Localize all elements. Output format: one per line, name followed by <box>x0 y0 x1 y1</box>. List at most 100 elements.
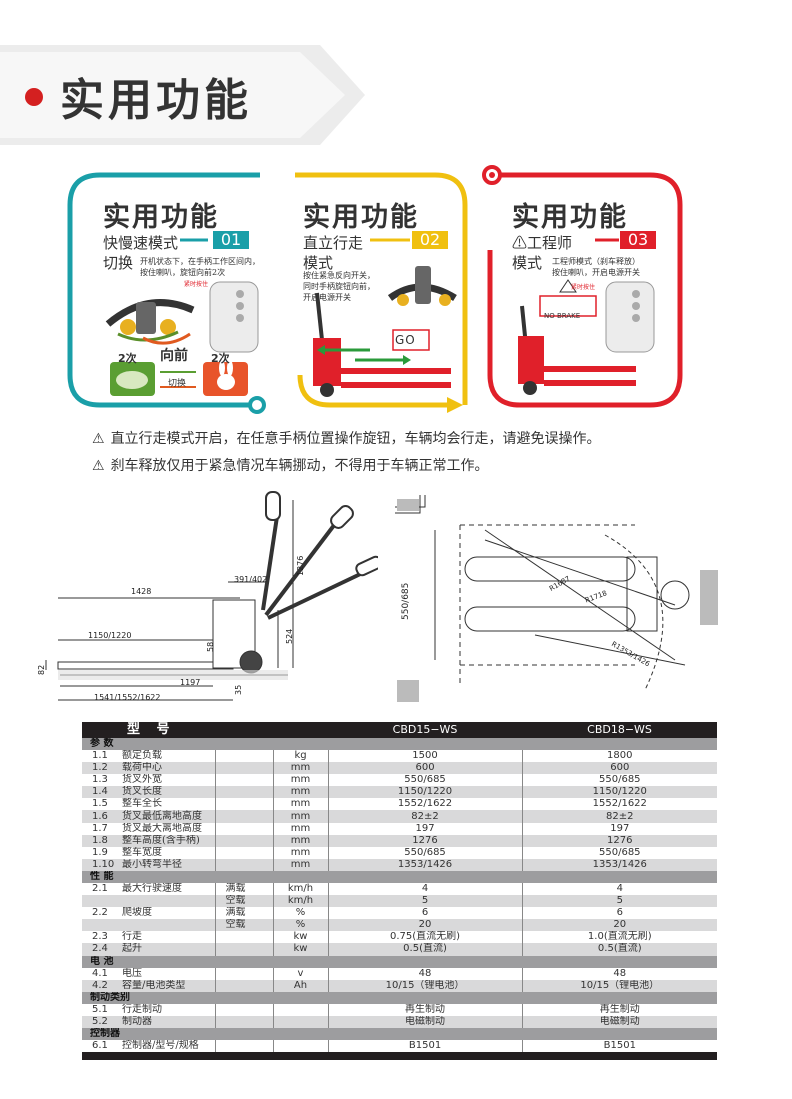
section-title: 制动类别 <box>82 991 718 1004</box>
spec-unit: km/h <box>272 895 329 908</box>
spec-value-cbd15: 4 <box>327 882 523 896</box>
spec-value-cbd18: 1276 <box>521 834 718 847</box>
spec-section-row: 电 池 <box>82 955 718 968</box>
spec-number: 1.5 <box>92 798 108 810</box>
spec-unit: kw <box>272 931 329 944</box>
spec-number <box>82 895 122 908</box>
spec-number: 6.1 <box>92 1039 108 1051</box>
spec-condition <box>214 1003 273 1016</box>
spec-condition <box>214 931 273 944</box>
warning-icon: ⚠ <box>92 431 105 447</box>
spec-condition <box>214 979 273 992</box>
spec-value-cbd15: 1150/1220 <box>327 786 523 799</box>
spec-number: 4.2 <box>82 979 122 992</box>
spec-value-cbd15: 再生制动 <box>327 1003 523 1016</box>
spec-item: 制动器 <box>122 1015 215 1028</box>
spec-number: 1.7 <box>92 822 108 834</box>
spec-condition <box>214 834 273 847</box>
dim-82: 82 <box>37 664 46 675</box>
spec-unit: mm <box>272 822 329 835</box>
card-3-emergency-label: 紧时按住 <box>571 284 596 291</box>
spec-unit: mm <box>272 798 329 811</box>
spec-value-cbd18: 82±2 <box>521 810 718 823</box>
title-bullet <box>25 88 43 106</box>
card-1-illustration <box>105 281 259 396</box>
spec-value-cbd15: 0.5(直流) <box>327 943 523 956</box>
spec-condition <box>214 846 273 859</box>
card-2-number-badge: 02 <box>412 231 448 249</box>
spec-value-cbd15: 82±2 <box>327 810 523 823</box>
spec-item: 爬坡度 <box>122 907 152 919</box>
spec-item: 行走制动 <box>122 1003 162 1015</box>
spec-value-cbd18: 1800 <box>521 750 718 763</box>
spec-number: 1.3 <box>92 774 108 786</box>
spec-value-cbd18: 20 <box>521 919 718 932</box>
card-1-number-line <box>180 238 208 242</box>
spec-number: 2.1 <box>92 882 108 894</box>
spec-condition: 满载 <box>214 907 273 920</box>
spec-unit <box>272 1015 329 1028</box>
dim-391-402: 391/402 <box>234 575 268 584</box>
spec-value-cbd18: B1501 <box>521 1039 718 1052</box>
spec-value-cbd18: 197 <box>521 822 718 835</box>
spec-value-cbd18: 10/15（锂电池） <box>521 979 718 992</box>
spec-number: 2.3 <box>92 931 108 943</box>
section-title: 电 池 <box>82 955 718 968</box>
spec-condition <box>214 786 273 799</box>
dim-1428: 1428 <box>131 587 152 596</box>
warning-icon: ⚠ <box>92 458 105 474</box>
page-title: 实用功能 <box>60 75 252 126</box>
spec-unit: % <box>272 907 329 920</box>
spec-value-cbd18: 0.5(直流) <box>521 943 718 956</box>
spec-value-cbd15: 6 <box>327 907 523 920</box>
section-title: 控制器 <box>82 1027 718 1040</box>
spec-item <box>122 919 215 932</box>
spec-value-cbd15: 600 <box>327 762 523 775</box>
spec-unit <box>272 1039 329 1052</box>
model-name: CBD15−WS <box>328 722 523 738</box>
spec-unit: kg <box>272 750 329 763</box>
spec-number: 1.9 <box>92 846 108 858</box>
spec-number: 2.2 <box>92 907 108 919</box>
spec-item: 货叉最大离地高度 <box>122 822 202 834</box>
spec-item: 额定负载 <box>122 750 162 762</box>
spec-condition <box>214 858 273 871</box>
side-view-drawing <box>45 491 378 701</box>
spec-number: 1.4 <box>82 786 122 799</box>
card-2-number-line <box>370 238 410 242</box>
spec-unit: kw <box>272 943 329 956</box>
spec-value-cbd15: 550/685 <box>327 846 523 859</box>
spec-number: 2.4 <box>82 943 122 956</box>
spec-unit: mm <box>272 834 329 847</box>
card-3-number-badge: 03 <box>620 231 656 249</box>
spec-section-row: 制动类别 <box>82 991 718 1004</box>
dim-1197: 1197 <box>180 678 201 687</box>
spec-value-cbd15: 电磁制动 <box>327 1015 523 1028</box>
spec-item: 货叉长度 <box>122 786 215 799</box>
dim-550-685: 550/685 <box>401 582 411 620</box>
spec-condition <box>214 967 273 980</box>
card-1-title: 实用功能 <box>103 202 219 233</box>
spec-value-cbd15: 48 <box>327 967 523 980</box>
spec-item: 最大行驶速度 <box>122 882 182 894</box>
card-1-switch-label: 切换 <box>168 379 187 389</box>
spec-condition <box>214 762 273 775</box>
spec-unit: mm <box>272 858 329 871</box>
model-name: CBD18−WS <box>522 722 718 738</box>
spec-condition: 空载 <box>214 919 273 932</box>
card-1-description: 开机状态下，在手柄工作区间内， 按住喇叭，旋钮向前2次 <box>140 257 260 277</box>
spec-condition <box>214 822 273 835</box>
warning-1: ⚠直立行走模式开启，在任意手柄位置操作旋钮，车辆均会行走，请避免误操作。 <box>92 431 601 447</box>
spec-item: 容量/电池类型 <box>122 979 215 992</box>
